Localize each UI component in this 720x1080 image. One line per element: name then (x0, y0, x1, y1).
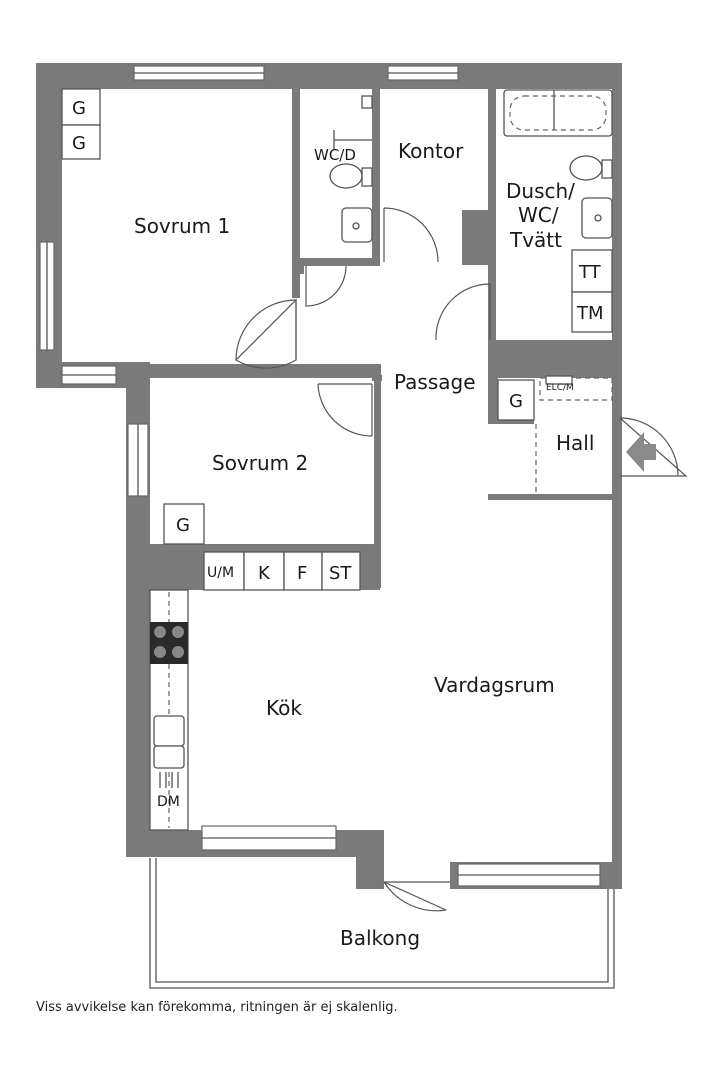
unit-label-tm: TM (576, 303, 604, 324)
room-label-wc: WC/D (314, 146, 356, 164)
kitchen-counter (149, 589, 189, 831)
unit-label-dm: DM (157, 794, 180, 810)
windows (39, 65, 601, 887)
room-label-sovrum-2: Sovrum 2 (212, 451, 308, 475)
room-label-passage: Passage (394, 370, 476, 394)
unit-label-f: F (297, 563, 307, 584)
balcony-railing (149, 858, 615, 989)
doors (235, 207, 688, 912)
unit-label-st: ST (329, 563, 352, 584)
disclaimer-text: Viss avvikelse kan förekomma, ritningen … (36, 1000, 398, 1015)
bathroom-fixtures (329, 89, 613, 243)
room-label-vardagsrum: Vardagsrum (434, 673, 555, 697)
unit-label-um: U/M (207, 565, 234, 581)
room-label-balkong: Balkong (340, 926, 420, 950)
room-label-dusch-line-2: WC/ (518, 203, 559, 227)
unit-label-g: G (176, 515, 190, 536)
unit-label-k: K (258, 563, 271, 584)
room-label-hall: Hall (556, 431, 594, 455)
unit-label-elc: ELC/M (546, 383, 574, 393)
unit-label-g: G (509, 391, 523, 412)
room-label-dusch-line-1: Dusch/ (506, 179, 575, 203)
room-label-kontor: Kontor (398, 139, 464, 163)
storage-units (61, 88, 613, 591)
unit-label-g: G (72, 98, 86, 119)
room-label-dusch-line-3: Tvätt (509, 228, 562, 252)
room-label-sovrum-1: Sovrum 1 (134, 214, 230, 238)
unit-label-tt: TT (578, 262, 602, 283)
room-label-kok: Kök (266, 696, 302, 720)
entrance-arrow-icon (626, 432, 656, 472)
unit-label-g: G (72, 133, 86, 154)
